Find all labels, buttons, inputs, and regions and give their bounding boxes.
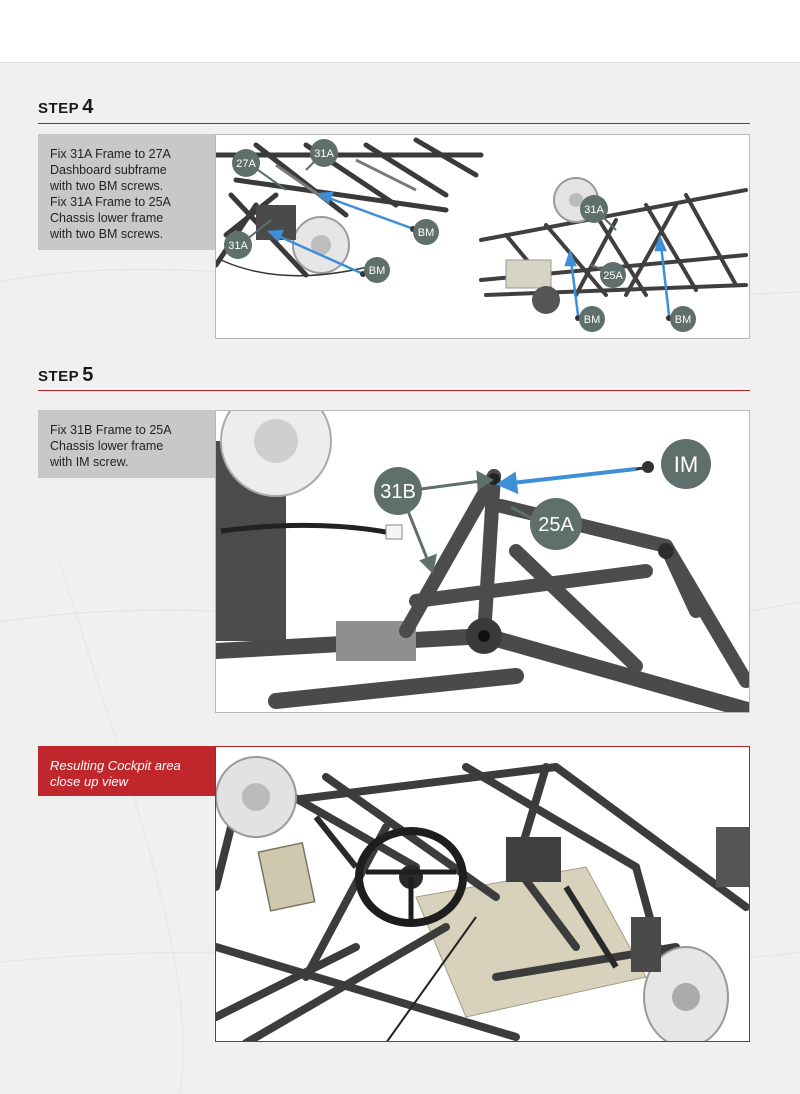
instruction-line: Fix 31A Frame to 27A — [50, 147, 171, 161]
instruction-line: Fix 31A Frame to 25A — [50, 195, 171, 209]
callout-31A-right: 31A — [580, 195, 608, 223]
instruction-line: with two BM screws. — [50, 179, 164, 193]
callout-25A: 25A — [600, 262, 626, 288]
step-4-instructions: Fix 31A Frame to 27A Dashboard subframe … — [38, 134, 216, 250]
result-caption: Resulting Cockpit area close up view — [38, 746, 216, 796]
callout-label: 31A — [228, 240, 248, 252]
callout-label: IM — [674, 452, 698, 477]
callout-BM-1: BM — [413, 219, 439, 245]
callout-25A: 25A — [530, 498, 582, 550]
callout-31A-top: 31A — [310, 139, 338, 167]
callout-IM: IM — [661, 439, 711, 489]
step-4-number: 4 — [82, 96, 94, 118]
callout-31A-left: 31A — [224, 231, 252, 259]
callout-label: BM — [584, 314, 601, 326]
result-illustration — [215, 746, 750, 1042]
step-5-instructions: Fix 31B Frame to 25A Chassis lower frame… — [38, 410, 216, 478]
instruction-line: Chassis lower frame — [50, 439, 164, 453]
callout-label: BM — [675, 314, 692, 326]
callout-label: BM — [418, 227, 435, 239]
result-caption-line: close up view — [50, 774, 129, 789]
result-caption-line: Resulting Cockpit area — [50, 758, 181, 773]
callout-label: 31A — [314, 148, 334, 160]
callout-label: 25A — [538, 514, 574, 536]
step-5-illustration: 31B 25A IM — [215, 410, 750, 713]
step-4-illustration: 27A 31A 31A BM BM 31A 25A BM — [215, 134, 750, 339]
instruction-line: Dashboard subframe — [50, 163, 167, 177]
callout-label: 27A — [236, 158, 256, 170]
callout-BM-4: BM — [670, 306, 696, 332]
callout-label: 31B — [380, 481, 416, 503]
callout-BM-3: BM — [579, 306, 605, 332]
step-5-number: 5 — [82, 364, 94, 386]
steering-wheel-icon — [355, 827, 467, 927]
callout-31B: 31B — [374, 467, 422, 515]
step-4-word: STEP — [38, 100, 80, 117]
step-5-word: STEP — [38, 368, 80, 385]
callout-27A: 27A — [232, 149, 260, 177]
callout-label: 31A — [584, 204, 604, 216]
instruction-line: Fix 31B Frame to 25A — [50, 423, 172, 437]
instruction-line: with IM screw. — [50, 455, 129, 469]
callout-BM-2: BM — [364, 257, 390, 283]
step-4-divider — [38, 123, 750, 124]
instruction-line: Chassis lower frame — [50, 211, 164, 225]
callout-label: 25A — [603, 270, 623, 282]
step-5-divider — [38, 390, 750, 391]
page-header-bar — [0, 0, 800, 63]
instruction-line: with two BM screws. — [50, 227, 164, 241]
callout-label: BM — [369, 265, 386, 277]
